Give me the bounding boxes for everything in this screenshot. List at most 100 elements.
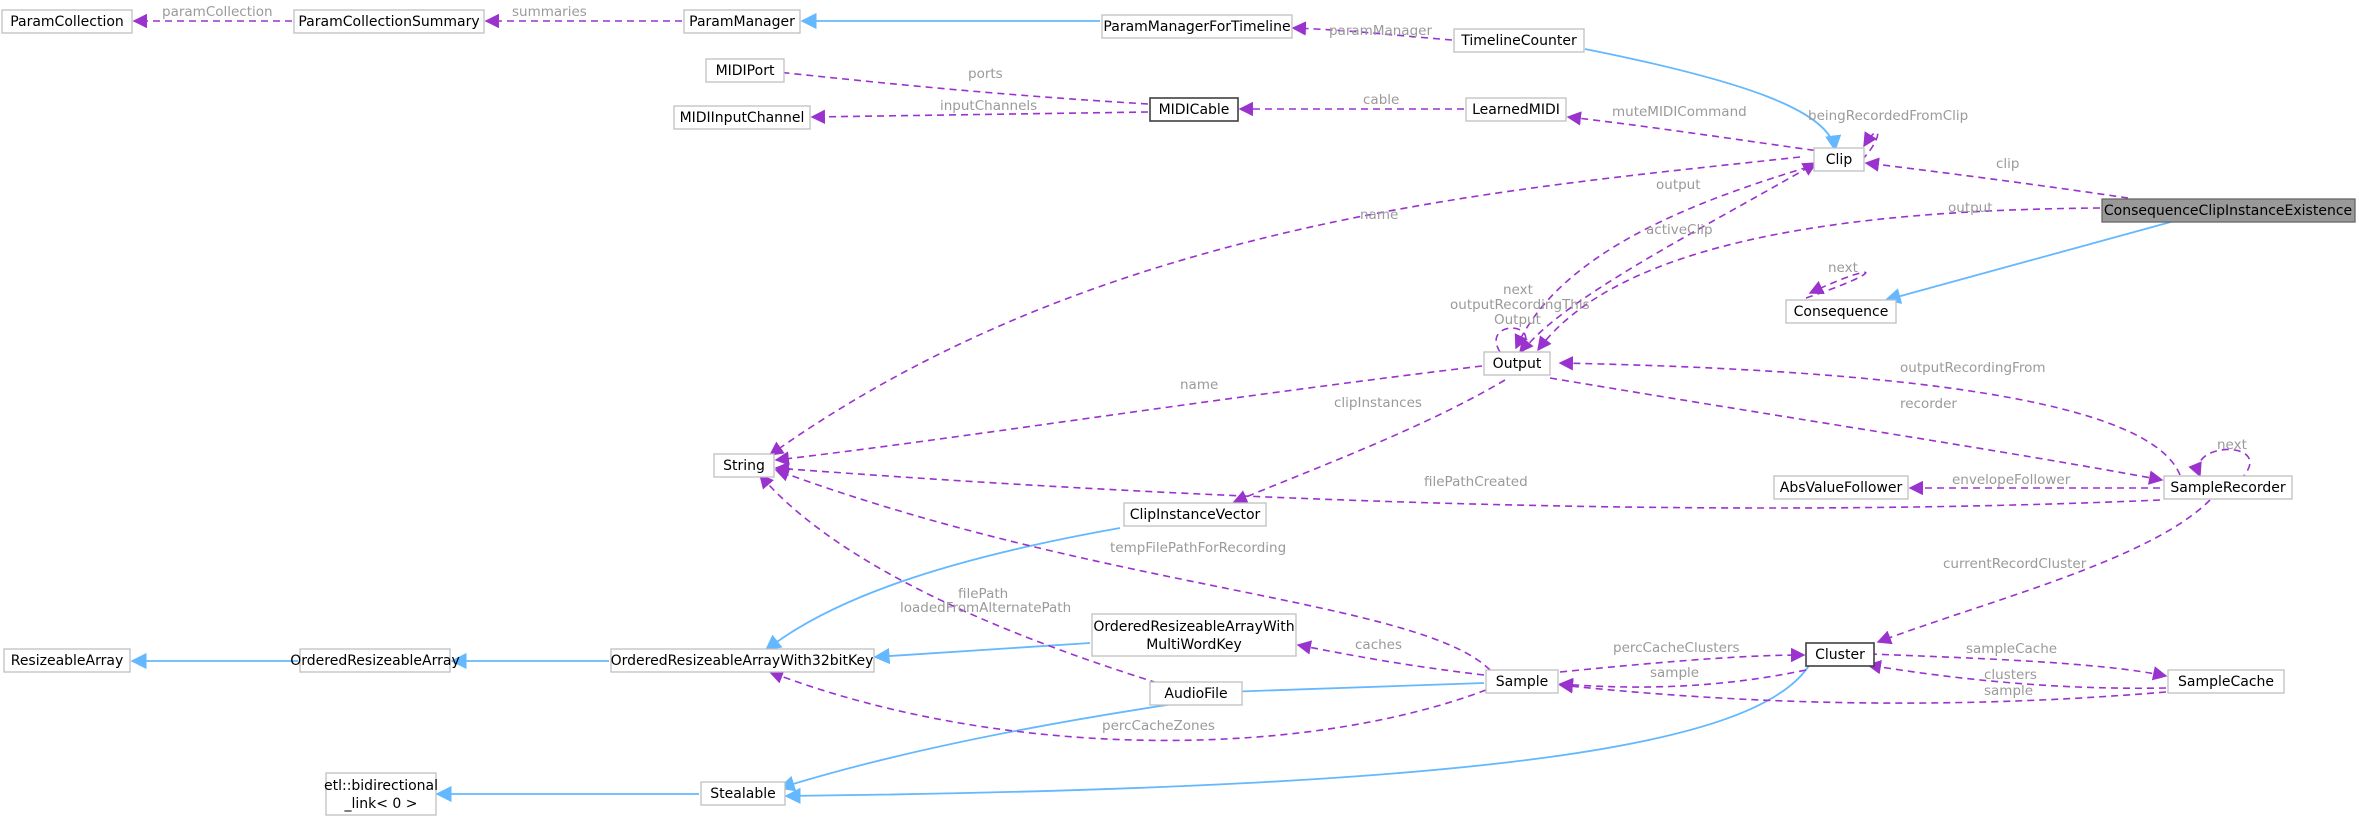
- label-next-recorder: next: [2217, 437, 2247, 453]
- node-samplerecorder[interactable]: SampleRecorder: [2163, 475, 2293, 500]
- edge-sample-cluster-usage: [1558, 669, 1807, 693]
- node-label: Sample: [1496, 674, 1549, 690]
- label-filepath-2: loadedFromAlternatePath: [900, 600, 1071, 616]
- node-label: ParamManager: [689, 14, 795, 30]
- label-output-top: output: [1656, 177, 1701, 193]
- node-label-line-2: _link< 0 >: [343, 796, 417, 812]
- label-beingrecordedfromclip: beingRecordedFromClip: [1808, 108, 1968, 124]
- node-orderedresizeablearraywith32bitkey[interactable]: OrderedResizeableArrayWith32bitKey: [610, 648, 875, 673]
- node-stealable[interactable]: Stealable: [700, 781, 786, 806]
- node-parammanagerfortimeline[interactable]: ParamManagerForTimeline: [1101, 14, 1293, 39]
- node-label: LearnedMIDI: [1472, 102, 1560, 118]
- edge-sample-cache-usage: [1558, 679, 2167, 704]
- node-samplecache[interactable]: SampleCache: [2167, 669, 2285, 694]
- node-consequence[interactable]: Consequence: [1785, 299, 1897, 324]
- label-outputrecordingthis-1: outputRecordingThis: [1450, 297, 1590, 313]
- node-orderedresizeablearray[interactable]: OrderedResizeableArray: [290, 648, 460, 673]
- label-outputrecordingfrom: outputRecordingFrom: [1900, 360, 2046, 376]
- edge-caches-usage: [1296, 640, 1485, 676]
- label-sample-cluster: sample: [1650, 665, 1699, 681]
- node-paramcollectionsummary[interactable]: ParamCollectionSummary: [293, 9, 485, 34]
- edge-consequence-next-usage: [1805, 271, 1867, 299]
- node-label: TimelineCounter: [1460, 33, 1577, 49]
- node-resizeablearray[interactable]: ResizeableArray: [3, 648, 131, 673]
- node-orderedresizeablearraywithmultiwordkey[interactable]: OrderedResizeableArrayWith MultiWordKey: [1091, 613, 1297, 657]
- node-parammanager[interactable]: ParamManager: [683, 9, 801, 34]
- node-label: SampleRecorder: [2170, 480, 2285, 496]
- node-label: AudioFile: [1164, 686, 1227, 702]
- label-inputchannels: inputChannels: [940, 98, 1037, 114]
- node-bidirectional-link[interactable]: etl::bidirectional _link< 0 >: [324, 772, 438, 816]
- node-consequenceclipinstanceexistence[interactable]: ConsequenceClipInstanceExistence: [2101, 198, 2356, 223]
- node-label: ParamManagerForTimeline: [1103, 19, 1290, 35]
- node-timelinecounter[interactable]: TimelineCounter: [1453, 28, 1585, 53]
- node-label: OrderedResizeableArray: [290, 653, 460, 669]
- edge-clusters-usage: [1866, 659, 2167, 690]
- edge-output-top-usage: [1514, 166, 1809, 350]
- edge-name-top-usage: [768, 156, 1801, 456]
- label-output-right: output: [1948, 200, 1993, 216]
- edge-sample-to-audiofile: [1194, 682, 1485, 701]
- label-clipinstances: clipInstances: [1334, 395, 1422, 411]
- node-label: MIDIPort: [716, 63, 775, 79]
- node-clipinstancevector[interactable]: ClipInstanceVector: [1123, 502, 1267, 527]
- edge-beingrecordedfromclip-usage: [1861, 131, 1879, 161]
- node-string[interactable]: String: [713, 453, 775, 478]
- node-cluster[interactable]: Cluster: [1805, 642, 1875, 667]
- node-paramcollection[interactable]: ParamCollection: [1, 9, 133, 34]
- label-clusters: clusters: [1984, 667, 2037, 683]
- edge-clipinstancevector-to-32bitkey: [764, 527, 1121, 651]
- label-cable: cable: [1363, 92, 1399, 108]
- node-output[interactable]: Output: [1483, 351, 1551, 376]
- edge-clip-usage: [1864, 157, 2129, 199]
- label-currentrecordcluster: currentRecordCluster: [1943, 556, 2087, 572]
- node-label: String: [723, 458, 765, 474]
- node-label-line-2: MultiWordKey: [1146, 637, 1242, 653]
- node-sample[interactable]: Sample: [1485, 669, 1559, 694]
- node-label: OrderedResizeableArrayWith32bitKey: [611, 653, 874, 669]
- edge-output-right-usage: [1537, 207, 2101, 352]
- edge-samplecache-usage: [1869, 653, 2168, 681]
- node-clip[interactable]: Clip: [1813, 147, 1865, 172]
- label-ports: ports: [968, 66, 1003, 82]
- node-learnedmidi[interactable]: LearnedMIDI: [1465, 97, 1567, 122]
- node-midiinputchannel[interactable]: MIDIInputChannel: [673, 105, 811, 130]
- node-label: Stealable: [710, 786, 775, 802]
- label-activeclip: activeClip: [1646, 222, 1713, 238]
- usage-edges: [132, 13, 2251, 742]
- node-audiofile[interactable]: AudioFile: [1149, 681, 1243, 706]
- label-caches: caches: [1355, 637, 1402, 653]
- edge-mutemidicommand-usage: [1566, 111, 1827, 153]
- label-envelopefollower: envelopeFollower: [1952, 472, 2071, 488]
- node-label: MIDIInputChannel: [680, 110, 805, 126]
- node-label: Consequence: [1794, 304, 1889, 320]
- edge-inputchannels-usage: [810, 109, 1149, 125]
- node-midicable[interactable]: MIDICable: [1149, 97, 1239, 122]
- edge-outputrecordingfrom-usage: [1558, 356, 2181, 476]
- label-next-output: next: [1503, 282, 1533, 298]
- node-label-line-1: OrderedResizeableArrayWith: [1093, 619, 1294, 635]
- edge-labels: paramCollection summaries paramManager p…: [162, 4, 2247, 734]
- node-label-line-1: etl::bidirectional: [324, 778, 438, 794]
- node-midiport[interactable]: MIDIPort: [705, 58, 785, 83]
- node-label: ConsequenceClipInstanceExistence: [2104, 203, 2352, 219]
- node-label: ParamCollection: [10, 14, 124, 30]
- node-label: Cluster: [1815, 647, 1865, 663]
- node-absvaluefollower[interactable]: AbsValueFollower: [1773, 475, 1909, 500]
- edge-audiofile-to-stealable: [778, 702, 1181, 792]
- label-filepathcreated: filePathCreated: [1424, 474, 1528, 490]
- label-paramcollection: paramCollection: [162, 4, 273, 20]
- node-label: Clip: [1826, 152, 1853, 168]
- nodes: ParamCollection ParamCollectionSummary P…: [1, 9, 2356, 816]
- edge-clipinstances-usage: [1232, 379, 1506, 504]
- node-label: ParamCollectionSummary: [298, 14, 479, 30]
- label-summaries: summaries: [512, 4, 587, 20]
- edge-perccachezones-usage: [768, 669, 1487, 742]
- label-mutemidicommand: muteMIDICommand: [1612, 104, 1747, 120]
- node-label: ResizeableArray: [11, 653, 124, 669]
- node-label: AbsValueFollower: [1780, 480, 1903, 496]
- label-perccacheclusters: percCacheClusters: [1613, 640, 1739, 656]
- label-samplecache: sampleCache: [1966, 641, 2057, 657]
- label-perccachezones: percCacheZones: [1102, 718, 1215, 734]
